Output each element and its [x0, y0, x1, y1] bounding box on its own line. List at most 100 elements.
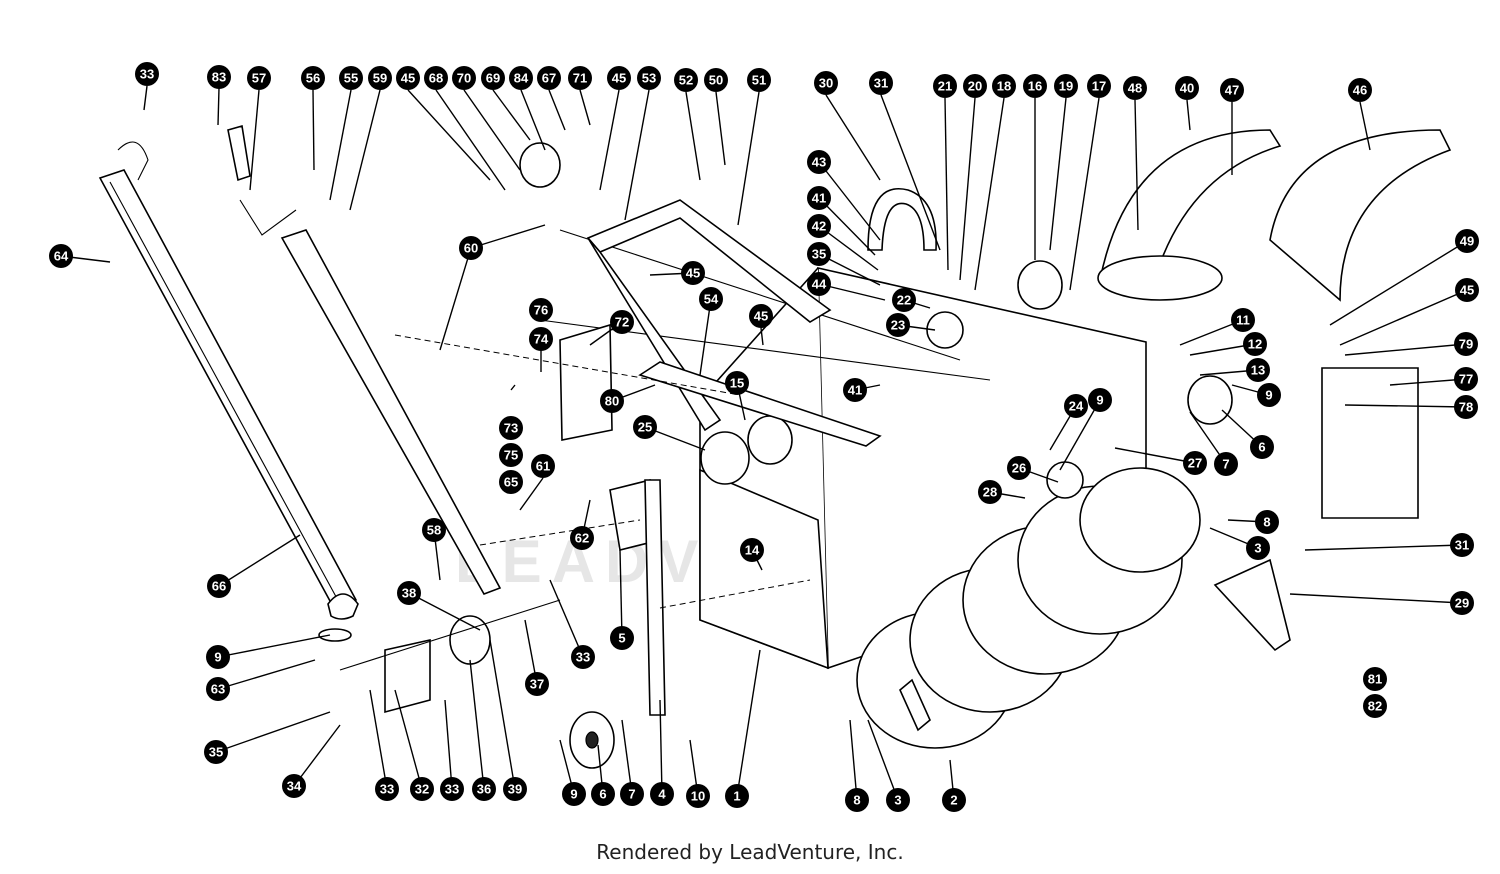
svg-text:17: 17 — [1092, 79, 1106, 94]
svg-text:50: 50 — [709, 73, 723, 88]
callout-49: 13 — [1246, 358, 1270, 382]
svg-text:24: 24 — [1069, 399, 1084, 414]
callout-96: 8 — [845, 788, 869, 812]
svg-text:58: 58 — [427, 523, 441, 538]
callout-22: 18 — [992, 74, 1016, 98]
callout-3: 56 — [301, 66, 325, 90]
svg-text:20: 20 — [968, 79, 982, 94]
svg-text:21: 21 — [938, 79, 952, 94]
callout-88: 36 — [472, 777, 496, 801]
svg-text:46: 46 — [1353, 83, 1367, 98]
callout-48: 12 — [1243, 332, 1267, 356]
svg-text:25: 25 — [638, 420, 652, 435]
svg-text:53: 53 — [642, 71, 656, 86]
svg-text:45: 45 — [686, 266, 700, 281]
callout-67: 28 — [978, 480, 1002, 504]
svg-text:28: 28 — [983, 485, 997, 500]
callout-44: 45 — [749, 304, 773, 328]
callout-61: 24 — [1064, 394, 1088, 418]
svg-text:62: 62 — [575, 531, 589, 546]
svg-text:67: 67 — [542, 71, 556, 86]
svg-text:11: 11 — [1236, 313, 1250, 328]
callout-21: 20 — [963, 74, 987, 98]
callout-26: 48 — [1123, 76, 1147, 100]
callout-56: 65 — [499, 470, 523, 494]
svg-text:9: 9 — [1096, 393, 1103, 408]
callout-51: 77 — [1454, 367, 1478, 391]
svg-text:55: 55 — [344, 71, 358, 86]
assembly-drawing — [98, 124, 1452, 769]
svg-text:33: 33 — [140, 67, 154, 82]
callout-93: 4 — [650, 782, 674, 806]
svg-text:18: 18 — [997, 79, 1011, 94]
callout-57: 80 — [600, 389, 624, 413]
svg-text:33: 33 — [445, 782, 459, 797]
svg-text:8: 8 — [853, 793, 860, 808]
svg-text:6: 6 — [599, 787, 606, 802]
svg-text:42: 42 — [812, 219, 826, 234]
callout-80: 37 — [525, 672, 549, 696]
callout-70: 31 — [1450, 533, 1474, 557]
svg-text:84: 84 — [514, 71, 529, 86]
svg-text:38: 38 — [402, 586, 416, 601]
svg-text:59: 59 — [373, 71, 387, 86]
callout-54: 73 — [499, 416, 523, 440]
svg-text:9: 9 — [214, 650, 221, 665]
svg-text:65: 65 — [504, 475, 518, 490]
svg-text:66: 66 — [212, 579, 226, 594]
svg-text:61: 61 — [536, 459, 550, 474]
callout-40: 23 — [886, 313, 910, 337]
svg-text:51: 51 — [752, 73, 766, 88]
svg-text:45: 45 — [401, 71, 415, 86]
callout-85: 33 — [375, 777, 399, 801]
callout-92: 7 — [620, 782, 644, 806]
callout-9: 69 — [481, 66, 505, 90]
svg-text:27: 27 — [1188, 456, 1202, 471]
callout-59: 41 — [843, 378, 867, 402]
svg-text:22: 22 — [897, 293, 911, 308]
callout-53: 9 — [1257, 383, 1281, 407]
callout-79: 33 — [571, 645, 595, 669]
callout-13: 45 — [607, 66, 631, 90]
callout-1: 83 — [207, 65, 231, 89]
callout-46: 45 — [1455, 278, 1479, 302]
callout-31: 60 — [459, 236, 483, 260]
svg-text:4: 4 — [658, 787, 666, 802]
svg-text:30: 30 — [819, 76, 833, 91]
callout-63: 6 — [1250, 435, 1274, 459]
svg-text:52: 52 — [679, 73, 693, 88]
callout-28: 47 — [1220, 78, 1244, 102]
svg-text:75: 75 — [504, 448, 518, 463]
callout-71: 29 — [1450, 591, 1474, 615]
callout-15: 52 — [674, 68, 698, 92]
callout-18: 30 — [814, 71, 838, 95]
svg-text:14: 14 — [745, 543, 760, 558]
callout-25: 17 — [1087, 74, 1111, 98]
svg-text:45: 45 — [754, 309, 768, 324]
callout-94: 10 — [686, 784, 710, 808]
svg-text:35: 35 — [812, 247, 826, 262]
callout-5: 59 — [368, 66, 392, 90]
callout-73: 62 — [570, 526, 594, 550]
svg-text:3: 3 — [1254, 541, 1261, 556]
svg-text:72: 72 — [615, 315, 629, 330]
callout-10: 84 — [509, 66, 533, 90]
svg-text:49: 49 — [1460, 234, 1474, 249]
svg-text:26: 26 — [1012, 461, 1026, 476]
callout-7: 68 — [424, 66, 448, 90]
callout-76: 5 — [610, 626, 634, 650]
svg-text:45: 45 — [612, 71, 626, 86]
svg-text:7: 7 — [628, 787, 635, 802]
callout-bubbles: 33 83 57 56 55 59 45 68 70 69 84 67 71 4… — [49, 62, 1479, 812]
callout-91: 6 — [591, 782, 615, 806]
svg-text:29: 29 — [1455, 596, 1469, 611]
callout-55: 75 — [499, 443, 523, 467]
callout-68: 8 — [1255, 510, 1279, 534]
callout-74: 58 — [422, 518, 446, 542]
svg-text:54: 54 — [704, 292, 719, 307]
svg-text:64: 64 — [54, 249, 69, 264]
svg-text:68: 68 — [429, 71, 443, 86]
callout-89: 39 — [503, 777, 527, 801]
callout-64: 7 — [1214, 452, 1238, 476]
svg-text:39: 39 — [508, 782, 522, 797]
